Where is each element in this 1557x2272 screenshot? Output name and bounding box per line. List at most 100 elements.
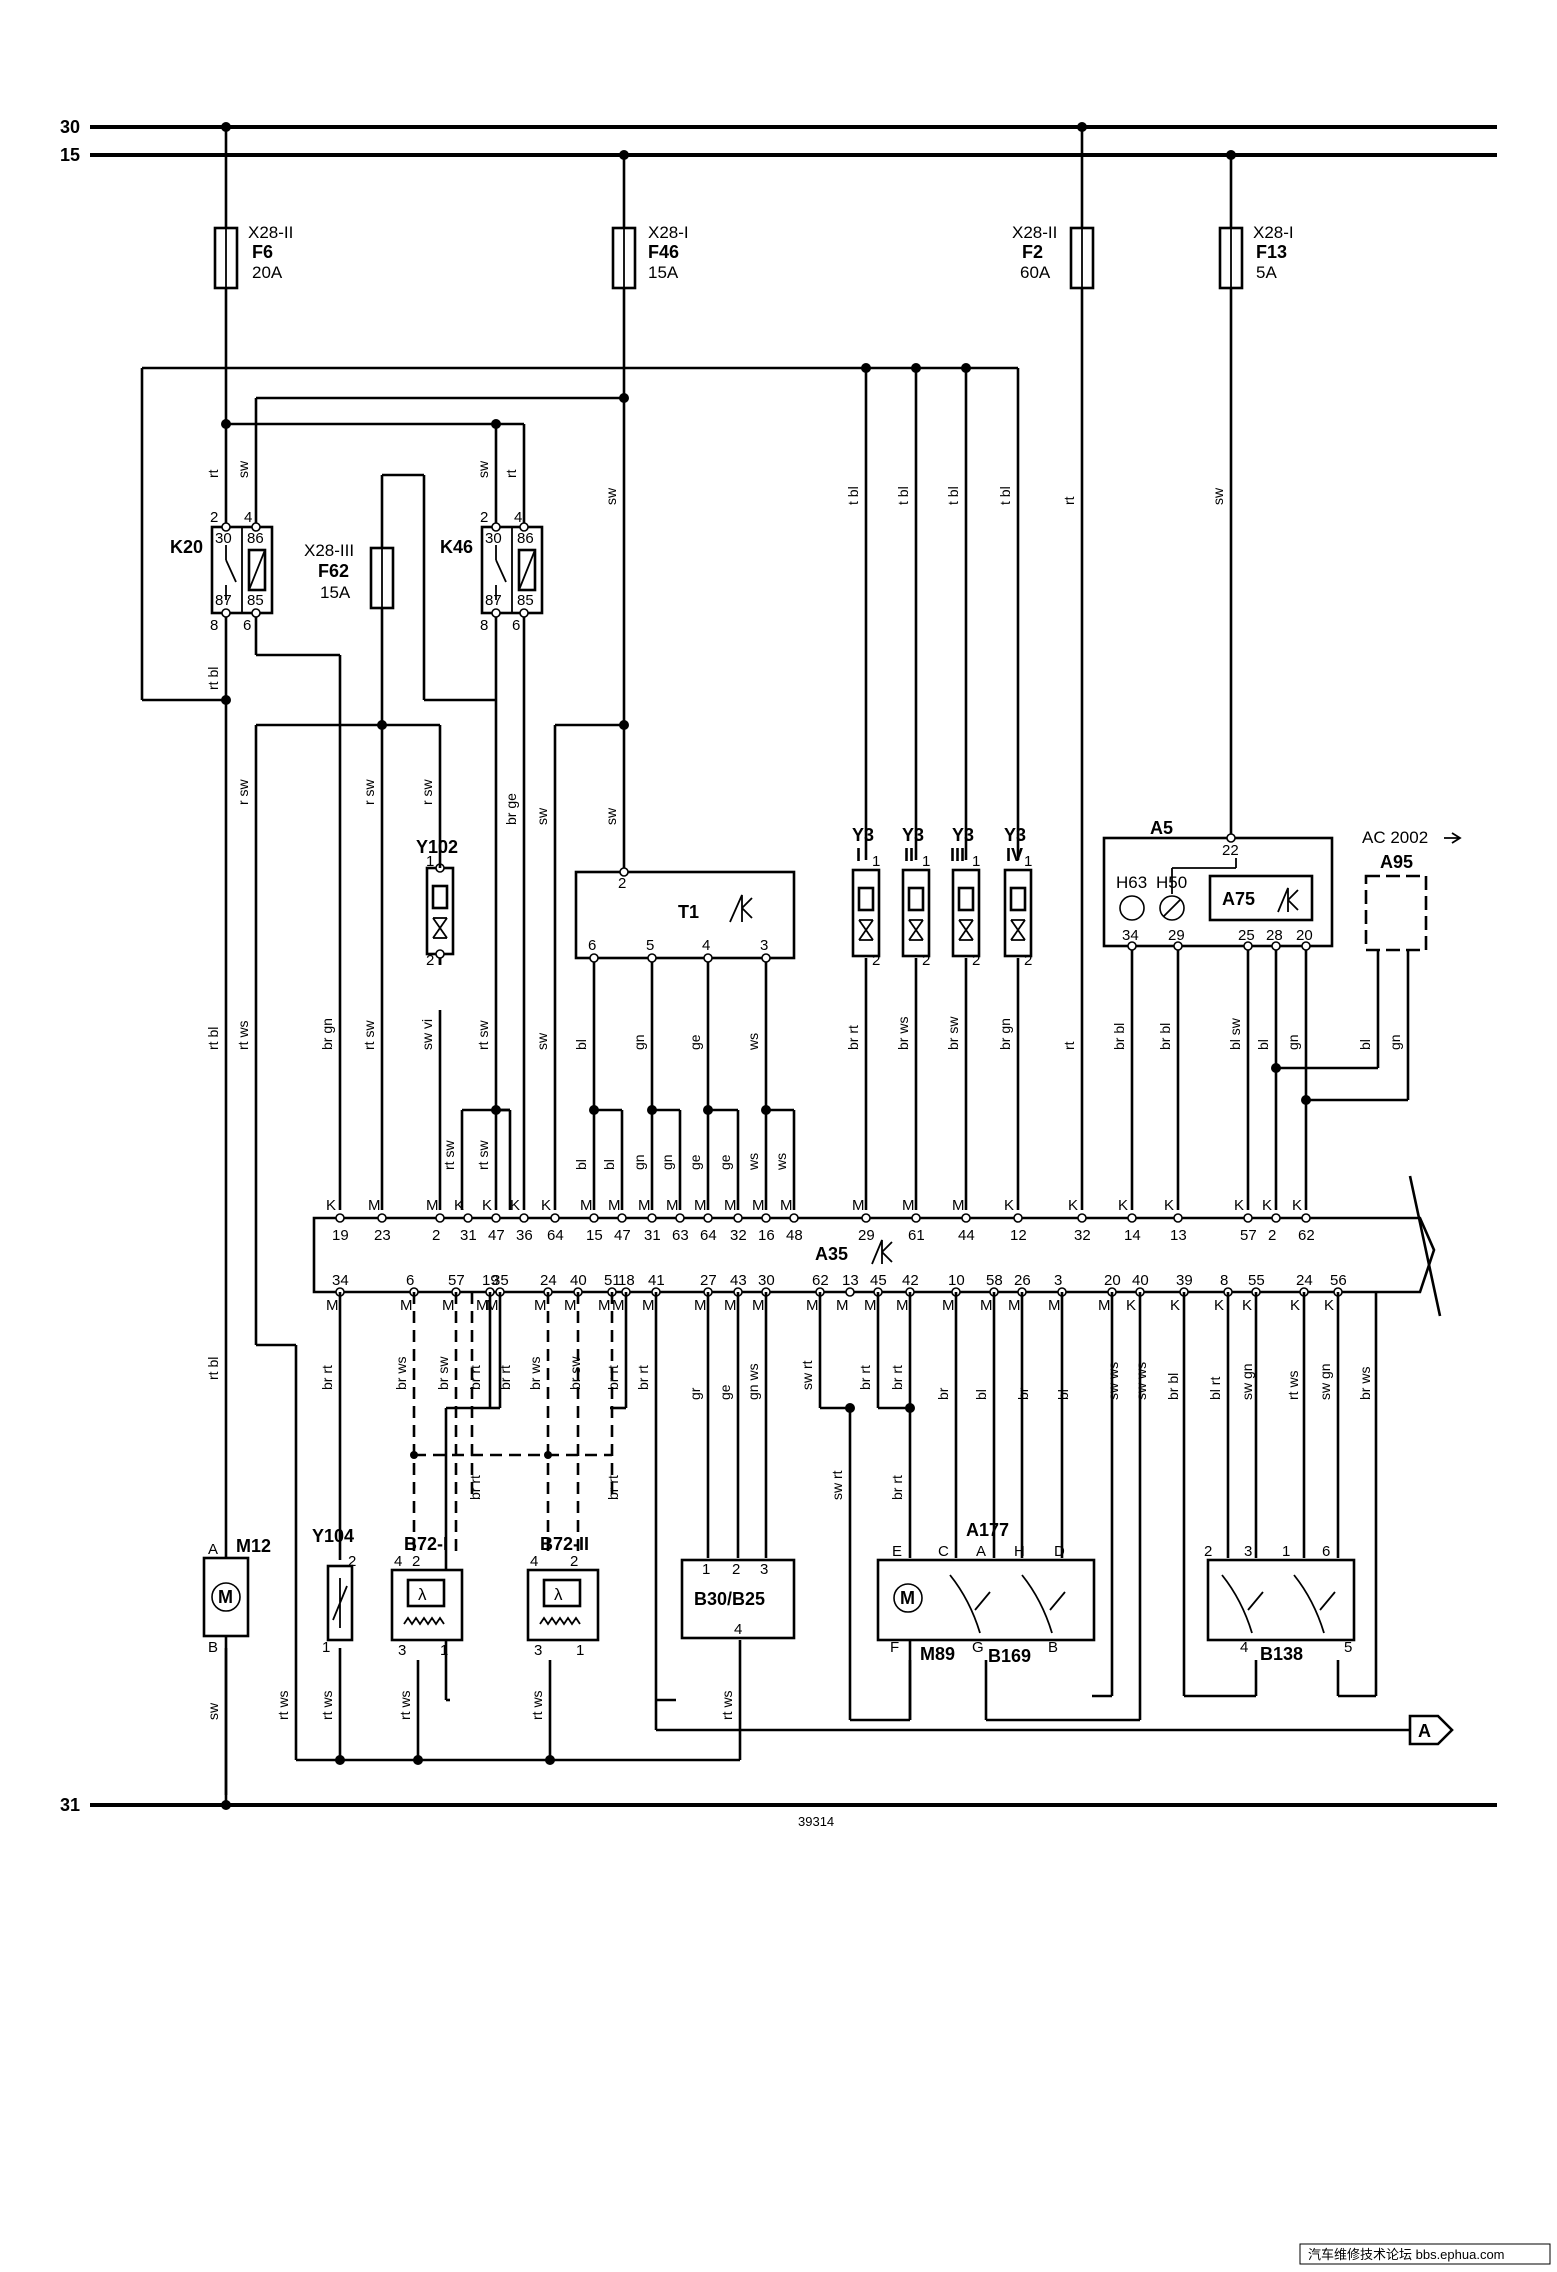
svg-text:br rt: br rt [845,1025,861,1050]
ecu-bottom-pin-number: 51 [604,1272,621,1289]
ecu-top-pin-code: K [1164,1197,1174,1214]
svg-text:bl: bl [573,1159,589,1170]
svg-text:87: 87 [215,592,232,609]
ecu-top-pin-number: 13 [1170,1227,1187,1244]
svg-text:rt sw: rt sw [475,1140,491,1170]
ecu-bottom-pin-code: M [400,1297,413,1314]
svg-text:sw: sw [235,460,251,478]
ecu-top-pin-number: 31 [460,1227,477,1244]
svg-text:t bl: t bl [997,486,1013,505]
ecu-bottom-pin-code: M [942,1297,955,1314]
svg-text:λ: λ [418,1585,427,1604]
ecu-bottom-pin-number: 19 [482,1272,499,1289]
svg-text:2: 2 [872,952,880,969]
ecu-top-pin-marker [1301,1213,1311,1223]
svg-text:1: 1 [322,1639,330,1656]
module-a95: A95 AC 2002 [1362,828,1462,952]
fuse-f46: X28-I F46 15A [611,155,689,290]
svg-text:gn: gn [1387,1034,1403,1050]
svg-text:bl: bl [1357,1039,1373,1050]
ecu-top-pin-code: K [482,1197,492,1214]
ecu-top-pin-number: 44 [958,1227,975,1244]
svg-text:T1: T1 [678,902,699,922]
svg-text:1: 1 [922,853,930,870]
ecu-bottom-pin-number: 43 [730,1272,747,1289]
ecu-bottom-pin-number: 30 [758,1272,775,1289]
svg-text:B30/B25: B30/B25 [694,1589,765,1609]
svg-text:A5: A5 [1150,818,1173,838]
svg-text:8: 8 [480,617,488,634]
svg-text:rt: rt [1061,1041,1077,1050]
ecu-bottom-pin-code: K [1170,1297,1180,1314]
svg-text:30: 30 [215,530,232,547]
ecu-bottom-pin-number: 3 [1054,1272,1062,1289]
svg-text:30: 30 [485,530,502,547]
svg-text:X28-I: X28-I [1253,223,1294,242]
svg-text:4: 4 [734,1621,742,1638]
wire-labels: rt sw rt bl sw rt sw t bl t bl t bl t bl… [205,460,1403,1720]
ecu-bottom-pin-code: M [598,1297,611,1314]
svg-text:3: 3 [760,937,768,954]
svg-text:4: 4 [530,1553,538,1570]
svg-text:I: I [856,845,861,865]
injector-y3-iii: Y3 III [950,825,981,958]
lower-wiring [224,1292,1410,1805]
valve-y104: Y104 2 1 [312,1526,356,1656]
transistor-icon [729,894,753,923]
ecu-bottom-pin-code: M [612,1297,625,1314]
svg-text:1: 1 [702,1561,710,1578]
svg-text:87: 87 [485,592,502,609]
fuse-f6: X28-II F6 20A [213,127,293,290]
svg-text:br: br [935,1387,951,1400]
injector-y3-i: Y3 I [851,825,881,958]
ecu-bottom-pin-number: 56 [1330,1272,1347,1289]
ecu-top-pin-number: 16 [758,1227,775,1244]
svg-text:br bl: br bl [1165,1373,1181,1400]
svg-text:25: 25 [1238,927,1255,944]
svg-text:A: A [976,1543,986,1560]
ecu-bottom-pin-number: 41 [648,1272,665,1289]
ecu-top-pin-number: 48 [786,1227,803,1244]
svg-text:28: 28 [1266,927,1283,944]
drawing-number: 39314 [798,1814,834,1829]
ecu-top-pin-marker [491,1213,501,1223]
svg-text:sw rt: sw rt [829,1470,845,1500]
ecu-top-pin-marker [550,1213,560,1223]
svg-text:ws: ws [773,1153,789,1171]
svg-text:rt ws: rt ws [719,1690,735,1720]
ecu-top-pin-marker [589,1213,599,1223]
svg-text:3: 3 [398,1642,406,1659]
svg-text:rt ws: rt ws [1285,1370,1301,1400]
svg-text:F13: F13 [1256,242,1287,262]
svg-text:r sw: r sw [235,778,251,805]
ecu-top-pin-marker [617,1213,627,1223]
svg-text:sw rt: sw rt [799,1360,815,1390]
ecu-bottom-pin-number: 58 [986,1272,1003,1289]
injector-y3-iv: Y3 IV [1003,825,1033,958]
svg-text:M89: M89 [920,1644,955,1664]
fuse-f13: X28-I F13 5A [1218,155,1294,290]
svg-text:15A: 15A [648,263,679,282]
svg-text:rt ws: rt ws [275,1690,291,1720]
svg-text:AC 2002: AC 2002 [1362,828,1428,847]
ecu-top-pin-code: M [724,1197,737,1214]
svg-text:ge: ge [717,1154,733,1170]
svg-text:1: 1 [426,853,434,870]
svg-text:D: D [1054,1543,1065,1560]
watermark-box [1299,2243,1551,2265]
relay-k46: K46 2 4 30 86 87 85 8 6 [440,509,544,634]
svg-text:G: G [972,1639,984,1656]
svg-text:1: 1 [1282,1543,1290,1560]
rail-30-label: 30 [60,117,80,137]
svg-text:A35: A35 [815,1244,848,1264]
ecu-top-pin-code: M [638,1197,651,1214]
svg-text:gn: gn [1285,1034,1301,1050]
ecu-bottom-pin-number: 8 [1220,1272,1228,1289]
svg-text:85: 85 [517,592,534,609]
svg-text:rt sw: rt sw [361,1020,377,1050]
ecu-top-pin-marker [911,1213,921,1223]
svg-text:4: 4 [702,937,710,954]
svg-text:sw ws: sw ws [1105,1362,1121,1400]
injectors-y3: Y3 I Y3 II Y3 III Y3 IV 1 1 1 1 2 2 [851,825,1033,969]
ecu-bottom-pin-code: M [486,1297,499,1314]
